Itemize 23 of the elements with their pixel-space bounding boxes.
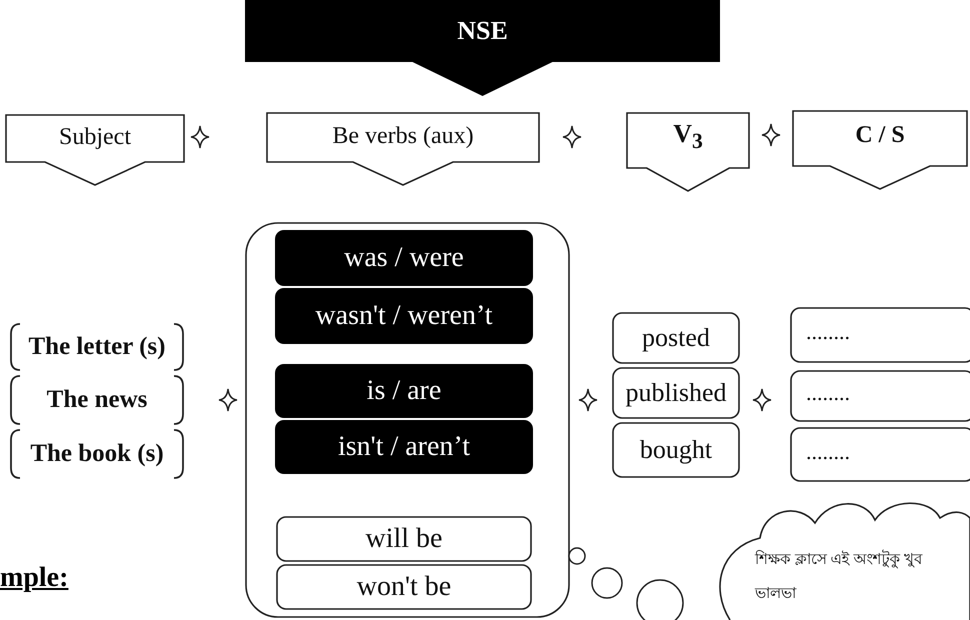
word-box: will be (276, 516, 532, 562)
word-box: ........ (790, 307, 970, 363)
callout-box: Be verbs (aux) (266, 112, 540, 186)
word-box: ........ (790, 370, 970, 422)
verb-box: isn't / aren’t (275, 420, 533, 474)
word-box: won't be (276, 564, 532, 610)
callout-box: C / S (792, 110, 968, 190)
banner-arrow: NSE (245, 0, 720, 96)
bracket-term: The book (s) (8, 428, 186, 480)
word-box: ........ (790, 427, 970, 482)
callout-box: V$_{3}$ (626, 112, 750, 192)
verb-box: is / are (275, 364, 533, 418)
verb-box: was / were (275, 230, 533, 286)
word-box: posted (612, 312, 740, 364)
group-frame (245, 222, 570, 618)
word-box: bought (612, 422, 740, 478)
verb-box: wasn't / weren’t (275, 288, 533, 344)
bracket-term: The letter (s) (8, 322, 186, 372)
heading-text: mple: (0, 562, 68, 594)
callout-box: Subject (5, 114, 185, 186)
thought-cloud: শিক্ষক ক্লাসে এই অংশটুকু খুব ভালভা (700, 498, 970, 620)
word-box: published (612, 367, 740, 419)
bracket-term: The news (8, 374, 186, 426)
